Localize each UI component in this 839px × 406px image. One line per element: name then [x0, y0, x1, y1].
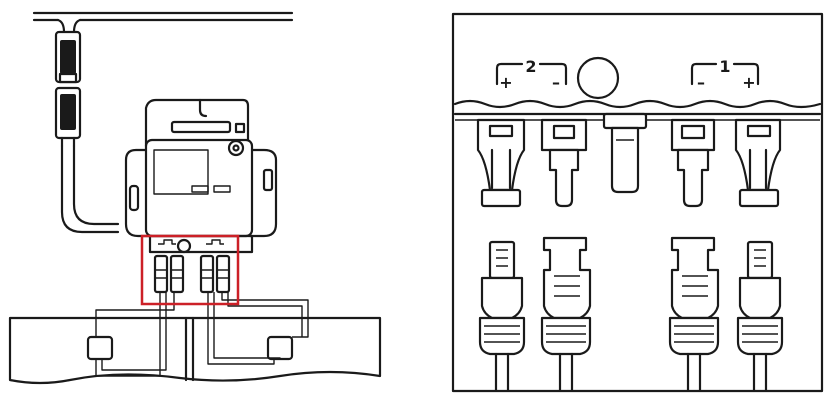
junction-box-left: [86, 335, 114, 361]
port-group-2-label: 2 + –: [495, 57, 568, 92]
inverter-connector-2: [540, 118, 588, 208]
microinverter: [124, 98, 278, 254]
group-2-minus: –: [552, 73, 560, 92]
cable-connector-2: [540, 236, 592, 392]
group-1-minus: –: [697, 73, 705, 92]
cable-connector-4: [736, 240, 784, 392]
vent-plug: [602, 112, 648, 194]
round-cap: [576, 56, 620, 100]
inverter-dc-ports: [153, 254, 231, 294]
inverter-connector-1: [476, 118, 526, 208]
left-panel: [8, 11, 382, 385]
group-1-plus: +: [742, 73, 755, 92]
dc-cables: [95, 292, 309, 377]
ac-connector-lower: [54, 86, 82, 148]
ac-trunk-cable: [32, 11, 294, 34]
junction-box-right: [266, 335, 294, 361]
detail-frame: [451, 12, 824, 393]
cable-connector-1: [478, 240, 526, 392]
group-2-number: 2: [525, 57, 536, 76]
cable-connector-3: [668, 236, 720, 392]
right-panel: 2 + – 1 – +: [451, 12, 824, 393]
port-group-1-label: 1 – +: [690, 57, 760, 92]
inverter-connector-3: [670, 118, 716, 208]
inverter-connector-4: [734, 118, 782, 208]
ac-connector-upper: [54, 30, 82, 84]
group-1-number: 1: [719, 57, 730, 76]
ac-cable: [60, 144, 120, 234]
group-2-plus: +: [499, 73, 512, 92]
highlight-box: [140, 234, 240, 306]
solar-panel-strip: [8, 316, 382, 385]
